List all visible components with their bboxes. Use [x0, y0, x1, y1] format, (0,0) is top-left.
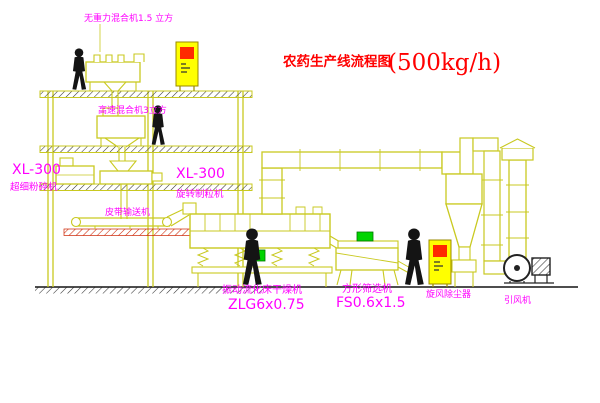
cyclone-cylinder [445, 173, 483, 205]
cabinet-screen [180, 47, 194, 59]
fan-hub [514, 265, 520, 271]
granulator-discharge-pipe [120, 184, 128, 219]
gravity-free-mixer [85, 24, 145, 108]
sieve-cover [337, 240, 399, 249]
square-sieve [335, 231, 413, 286]
granulator-hopper [108, 160, 138, 172]
dryer-springs [196, 247, 321, 267]
mixer-top-ports [93, 53, 145, 62]
rotary-granulator [99, 160, 163, 219]
label-granulator-name: 旋转制粒机 [176, 188, 224, 200]
rotary-valve [451, 259, 477, 273]
vertical-downcomer-duct [483, 150, 501, 262]
label-dryer-model: ZLG6x0.75 [228, 297, 305, 313]
mixer-legs-and-cone [89, 81, 137, 108]
hs-mixer-body [96, 115, 146, 139]
cabinet-controls [181, 63, 190, 73]
label-dryer-name: 振动流化床干燥机 [222, 283, 302, 296]
fan-base [504, 275, 554, 284]
stack-cap-body [501, 147, 534, 161]
mixer-body [85, 61, 141, 83]
fan-inlet-elbow [483, 260, 507, 275]
cabinet-legs [179, 86, 195, 91]
main-horizontal-duct [261, 151, 443, 169]
control-cabinet-1 [175, 41, 199, 91]
fan-motor [531, 257, 551, 276]
dryer-inlet [182, 202, 197, 215]
high-speed-mixer [96, 107, 146, 161]
granulator-body [99, 170, 153, 185]
sieve-screen-deck [335, 252, 399, 264]
dryer-inner-segments [190, 206, 330, 232]
exhaust-stack [508, 159, 527, 261]
ground-hatch [35, 287, 263, 294]
dryer-base [191, 266, 333, 274]
hs-mixer-cone-legs [100, 137, 142, 161]
cyclone-dip-pipe [458, 246, 471, 261]
dryer-riser-duct [261, 167, 283, 215]
belt-pulley-right [161, 216, 173, 228]
belt-pulley-left [70, 216, 82, 228]
exhaust-stack-and-fan [499, 138, 554, 284]
label-high-speed-mixer: 高速混合机3立方 [98, 104, 167, 116]
pulverizer-motor [59, 157, 74, 167]
label-top-mixer: 无重力混合机1.5 立方 [84, 12, 173, 24]
cabinet-legs [432, 284, 448, 287]
cyclone-legs [454, 272, 474, 287]
label-sieve-name: 方形筛选机 [342, 282, 392, 295]
stack-flanges [506, 184, 529, 239]
diagram-title-capacity: (500kg/h) [388, 50, 501, 76]
floor-slab-2 [39, 145, 253, 153]
dryer-base-supports [197, 273, 327, 287]
conveyor-platform-hatch [63, 228, 193, 236]
worker-top-floor [72, 48, 87, 90]
cyclone-inlet-elbow [441, 151, 463, 175]
pulverizer-machine [55, 157, 95, 185]
label-sieve-model: FS0.6x1.5 [336, 295, 406, 311]
cabinet-screen [433, 245, 447, 257]
sieve-vibration-motor [356, 231, 374, 242]
cabinet-controls [434, 261, 443, 271]
stack-cap-roof [499, 138, 536, 149]
worker-ground-right [405, 228, 424, 285]
label-pulverizer-name: 超细粉碎机 [10, 181, 58, 193]
label-belt-conveyor: 皮带输送机 [105, 206, 150, 218]
sieve-body [335, 247, 399, 271]
floor-slab-1 [39, 90, 253, 98]
building-structure [39, 90, 253, 287]
control-cabinet-2 [428, 239, 452, 287]
cyclone-dust-collector [445, 173, 483, 287]
belt-lines [74, 217, 170, 227]
duct-flanges [259, 149, 503, 246]
label-fan: 引风机 [504, 294, 531, 306]
granulator-motor [151, 172, 163, 182]
belt-supports [94, 226, 159, 229]
upper-duct-2 [472, 137, 499, 152]
cyclone-vortex-tube [459, 137, 474, 175]
label-granulator-model: XL-300 [176, 166, 225, 182]
diagram-title: 农药生产线流程图 [282, 53, 391, 70]
label-cyclone: 旋风除尘器 [426, 288, 471, 300]
fluid-bed-dryer [182, 202, 353, 287]
label-pulverizer-model: XL-300 [12, 162, 61, 178]
sieve-legs [336, 269, 399, 286]
